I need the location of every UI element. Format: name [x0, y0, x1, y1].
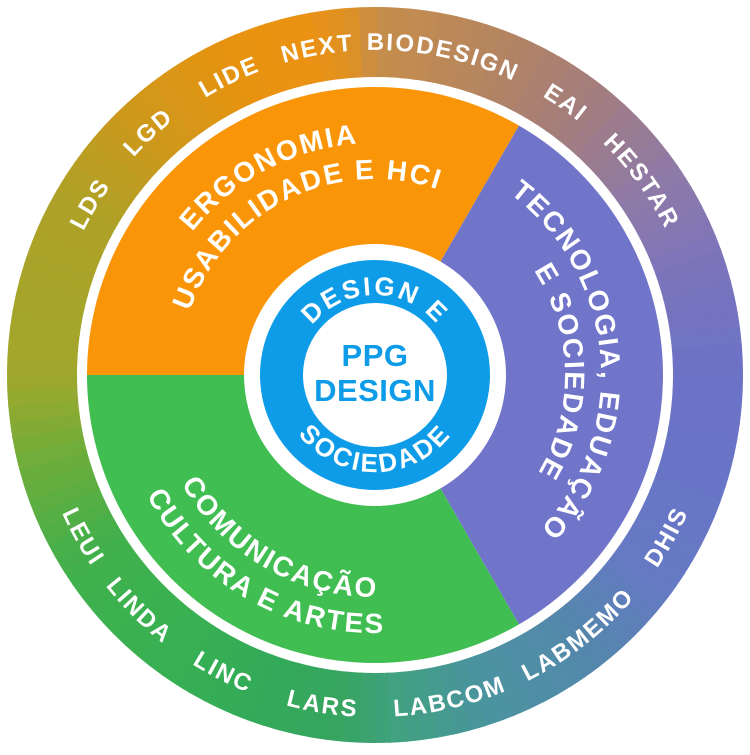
outer-ring-gradient-arc — [47, 301, 50, 318]
outer-ring-gradient-arc — [683, 248, 689, 264]
center-title-line1: PPG — [342, 338, 409, 373]
outer-ring-gradient-arc — [692, 461, 697, 477]
outer-ring-gradient-arc — [687, 475, 692, 491]
outer-ring-gradient-arc — [259, 687, 275, 692]
outer-ring-gradient-arc — [705, 332, 707, 349]
outer-ring-gradient-arc — [703, 317, 706, 334]
outer-ring-gradient-arc — [184, 93, 198, 102]
outer-ring-gradient-arc — [697, 289, 701, 305]
outer-ring-gradient-arc — [707, 346, 708, 363]
outer-ring-gradient-arc — [705, 404, 707, 421]
outer-ring-gradient-arc — [42, 387, 43, 404]
outer-ring-gradient-arc — [49, 445, 53, 461]
outer-ring-gradient-arc — [61, 487, 67, 503]
outer-ring-gradient-arc — [101, 564, 111, 578]
outer-ring-gradient-arc — [700, 303, 703, 320]
outer-ring-gradient-arc — [589, 120, 602, 131]
outer-ring-gradient-arc — [700, 433, 703, 450]
outer-ring-gradient-arc — [629, 578, 640, 591]
outer-ring-gradient-arc — [677, 234, 684, 249]
outer-ring-gradient-arc — [57, 473, 62, 489]
outer-ring-gradient-arc — [693, 275, 698, 291]
outer-ring-gradient-arc — [45, 315, 48, 332]
outer-ring-gradient-arc — [682, 489, 688, 505]
outer-ring-gradient-arc — [45, 416, 48, 433]
outer-ring-gradient-arc — [703, 418, 706, 435]
outer-ring-gradient-arc — [696, 447, 700, 463]
outer-ring-gradient-arc — [529, 80, 544, 88]
outer-ring-gradient-arc — [111, 159, 122, 172]
outer-ring-gradient-arc — [50, 287, 54, 303]
center-title-line2: DESIGN — [314, 373, 436, 408]
outer-ring-gradient-arc — [67, 232, 74, 247]
outer-ring-gradient-arc — [57, 259, 62, 275]
outer-ring-gradient-arc — [172, 101, 186, 111]
outer-ring-gradient-arc — [53, 273, 58, 289]
outer-ring-gradient-arc — [261, 57, 277, 62]
outer-ring-gradient-arc — [53, 459, 58, 475]
outer-ring-gradient-arc — [43, 402, 45, 419]
outer-ring-gradient-arc — [43, 329, 45, 346]
outer-ring-gradient-arc — [170, 638, 184, 648]
outer-ring-gradient-arc — [62, 245, 68, 261]
outer-ring-gradient-arc — [707, 390, 708, 407]
outer-ring-gradient-arc — [516, 73, 531, 81]
outer-ring-gradient-arc — [638, 566, 648, 580]
outer-ring-gradient-arc — [688, 261, 693, 277]
outer-ring-gradient-arc — [42, 344, 43, 361]
outer-ring-gradient-arc — [47, 431, 50, 448]
outer-ring-gradient-arc — [273, 692, 289, 697]
outer-ring-gradient-arc — [182, 646, 196, 655]
